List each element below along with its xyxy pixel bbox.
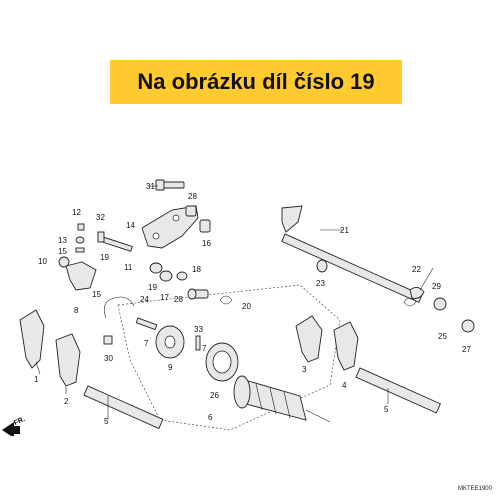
spring-24 — [103, 296, 135, 319]
pin-32 — [97, 231, 133, 252]
bolt-31 — [155, 179, 185, 191]
bolt-30 — [103, 335, 113, 345]
label-14: 14 — [126, 221, 135, 230]
part-15 — [75, 247, 85, 253]
label-24: 24 — [140, 295, 149, 304]
label-5a: 5 — [104, 417, 109, 426]
label-22: 22 — [412, 265, 421, 274]
label-31: 31 — [146, 182, 155, 191]
label-21: 21 — [340, 226, 349, 235]
label-6: 6 — [208, 413, 213, 422]
shift-fork-1 — [19, 309, 45, 369]
label-1: 1 — [34, 375, 39, 384]
label-19b: 19 — [148, 283, 157, 292]
banner-text: Na obrázku díl číslo 19 — [137, 69, 375, 94]
label-12: 12 — [72, 208, 81, 217]
label-7b: 7 — [202, 344, 207, 353]
shift-fork-2 — [55, 333, 81, 387]
bolt-33 — [195, 335, 201, 351]
part-number-banner: Na obrázku díl číslo 19 — [110, 60, 402, 104]
washer-10 — [58, 256, 70, 268]
label-2: 2 — [64, 397, 69, 406]
front-direction-indicator: FR. — [0, 416, 40, 438]
arrow-left-icon — [2, 422, 20, 438]
shift-shaft — [281, 205, 425, 303]
label-25: 25 — [438, 332, 447, 341]
label-19a: 19 — [100, 253, 109, 262]
label-8: 8 — [74, 306, 79, 315]
label-15b: 15 — [92, 290, 101, 299]
label-29: 29 — [432, 282, 441, 291]
label-11: 11 — [124, 263, 133, 272]
shift-drum-6 — [233, 375, 331, 423]
washer-29 — [433, 297, 447, 311]
leader-lines — [35, 185, 434, 420]
drum-center-9 — [155, 325, 185, 359]
guide-18 — [187, 288, 209, 300]
shift-fork-4 — [333, 321, 359, 371]
label-17: 17 — [160, 293, 169, 302]
spring-20 — [219, 295, 233, 305]
washer-17 — [159, 270, 173, 282]
label-33: 33 — [194, 325, 203, 334]
stopper-arm-8 — [65, 261, 97, 291]
label-4: 4 — [342, 381, 347, 390]
label-5b: 5 — [384, 405, 389, 414]
label-18: 18 — [192, 265, 201, 274]
collar-28b — [176, 271, 188, 281]
collar-27 — [461, 319, 475, 333]
label-28b: 28 — [174, 295, 183, 304]
shift-fork-3 — [295, 315, 323, 363]
pin-7a — [135, 317, 158, 331]
label-20: 20 — [242, 302, 251, 311]
pin-23 — [316, 259, 328, 273]
collar-16 — [199, 219, 211, 233]
label-23: 23 — [316, 279, 325, 288]
collar-28 — [185, 205, 197, 217]
fork-shaft-5b — [355, 367, 441, 414]
part-13 — [75, 236, 85, 244]
label-10: 10 — [38, 257, 47, 266]
label-15: 15 — [58, 247, 67, 256]
fork-shaft-5a — [83, 385, 164, 430]
diagram-code: MKTEE1900 — [457, 486, 492, 492]
label-28a: 28 — [188, 192, 197, 201]
part-12 — [77, 223, 85, 231]
label-26: 26 — [210, 391, 219, 400]
label-30: 30 — [104, 354, 113, 363]
label-3: 3 — [302, 365, 307, 374]
label-9: 9 — [168, 363, 173, 372]
washer-19a — [149, 262, 163, 274]
bearing-26 — [205, 342, 239, 382]
label-7a: 7 — [144, 339, 149, 348]
label-16: 16 — [202, 239, 211, 248]
spring-22 — [403, 297, 417, 307]
label-27: 27 — [462, 345, 471, 354]
label-32: 32 — [96, 213, 105, 222]
label-13: 13 — [58, 236, 67, 245]
stopper-plate — [141, 205, 199, 249]
